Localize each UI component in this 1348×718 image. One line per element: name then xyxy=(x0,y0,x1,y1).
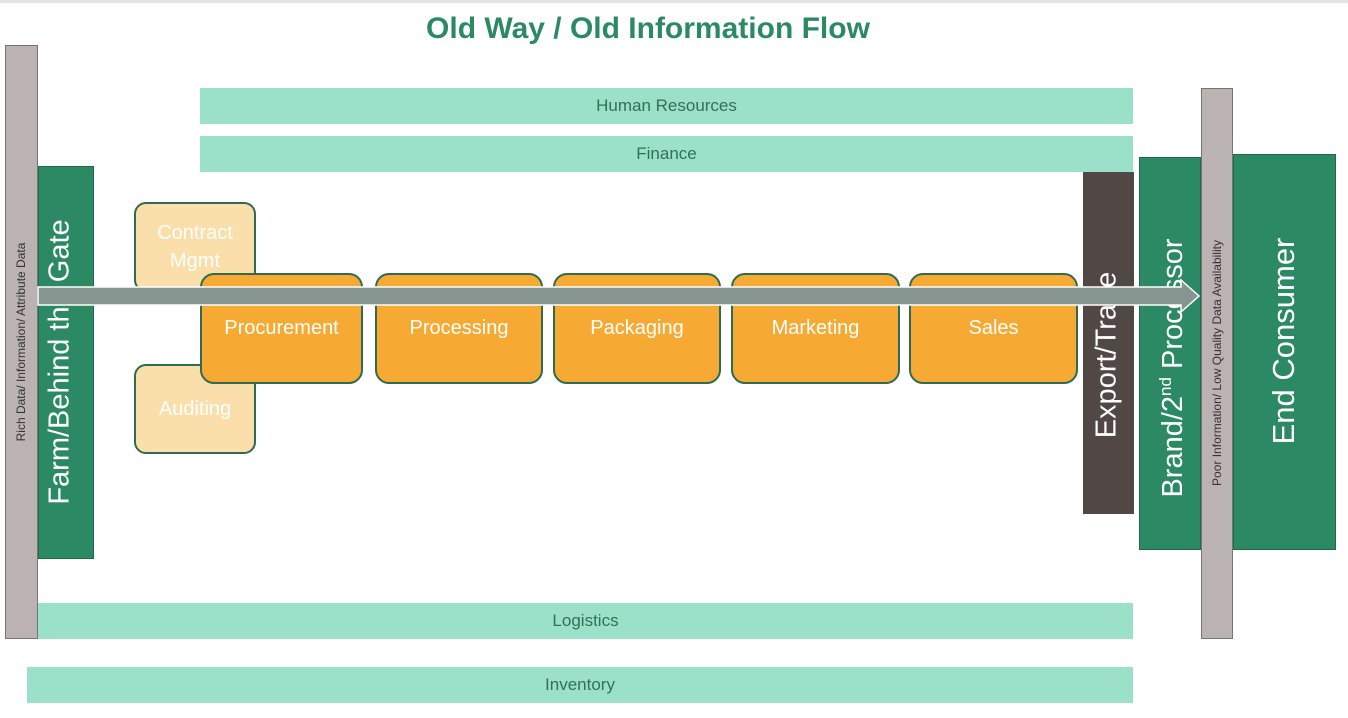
diagram-title: Old Way / Old Information Flow xyxy=(426,12,870,45)
farm-column xyxy=(38,166,94,559)
band-inventory: Inventory xyxy=(27,667,1133,703)
arrow-shape xyxy=(37,278,1201,314)
band-human-resources: Human Resources xyxy=(200,88,1133,124)
band-logistics: Logistics xyxy=(38,603,1133,639)
export-trade-column xyxy=(1083,172,1134,514)
top-divider xyxy=(0,0,1348,3)
band-finance: Finance xyxy=(200,136,1133,172)
end-consumer-column xyxy=(1233,154,1336,550)
poor-data-bar xyxy=(1201,88,1233,639)
rich-data-bar xyxy=(5,45,38,639)
brand-processor-column xyxy=(1139,157,1201,550)
